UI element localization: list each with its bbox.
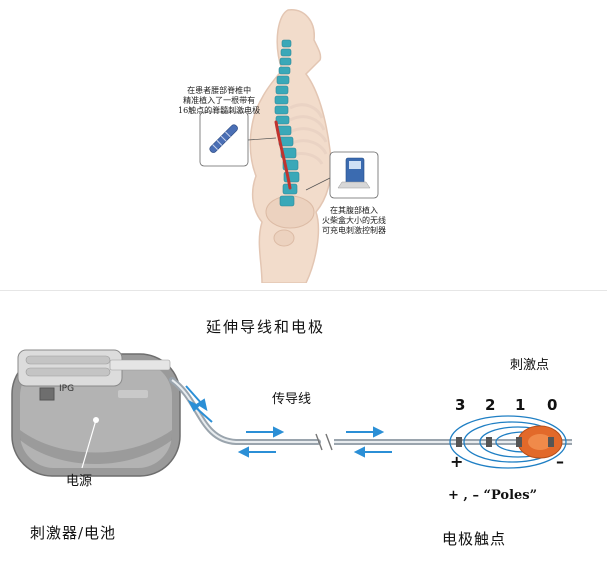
label-contacts: 电极触点 (442, 530, 507, 548)
power-pointer (81, 419, 97, 469)
break-mark (315, 433, 333, 451)
polarity-plus: + (450, 452, 464, 471)
body-illustration-panel: 在患者腰部脊椎中 精准植入了一根带有 16触点的脊髓刺激电极 在其腹部植入 火柴… (178, 9, 386, 283)
annotation-electrode: 在患者腰部脊椎中 精准植入了一根带有 16触点的脊髓刺激电极 (178, 86, 261, 115)
ipg-diagram (11, 349, 572, 477)
panel-divider (0, 290, 607, 291)
spinal-electrode (274, 120, 292, 190)
label-power: 电源 (66, 474, 93, 489)
current-arrows (185, 385, 392, 458)
polarity-minus: – (556, 452, 564, 471)
ipg-label: IPG (59, 384, 75, 394)
label-stim-point: 刺激点 (510, 358, 550, 373)
spine (274, 39, 300, 207)
electrode-contacts (456, 437, 554, 447)
ipg-diagram-panel: 延伸导线和电极 IPG 刺激点 传导线 电源 刺激器/电池 电极触点 3 2 1… (0, 310, 607, 563)
label-wire: 传导线 (272, 392, 312, 407)
electrode-number-1: 1 (515, 396, 526, 414)
poles-label: + , – “Poles” (448, 488, 538, 503)
electrode-number-0: 0 (547, 396, 558, 414)
stimulator-callout (329, 151, 379, 199)
label-stimulator: 刺激器/电池 (30, 524, 117, 542)
body-illustration (199, 9, 379, 283)
annotation-stimulator: 在其腹部植入 火柴盒大小的无线 可充电刺激控制器 (322, 206, 386, 235)
electrode-number-2: 2 (485, 396, 496, 414)
ipg-device (11, 349, 181, 477)
electrode-callout (199, 111, 249, 167)
diagram-title: 延伸导线和电极 (206, 318, 326, 336)
electrode-number-3: 3 (455, 396, 466, 414)
